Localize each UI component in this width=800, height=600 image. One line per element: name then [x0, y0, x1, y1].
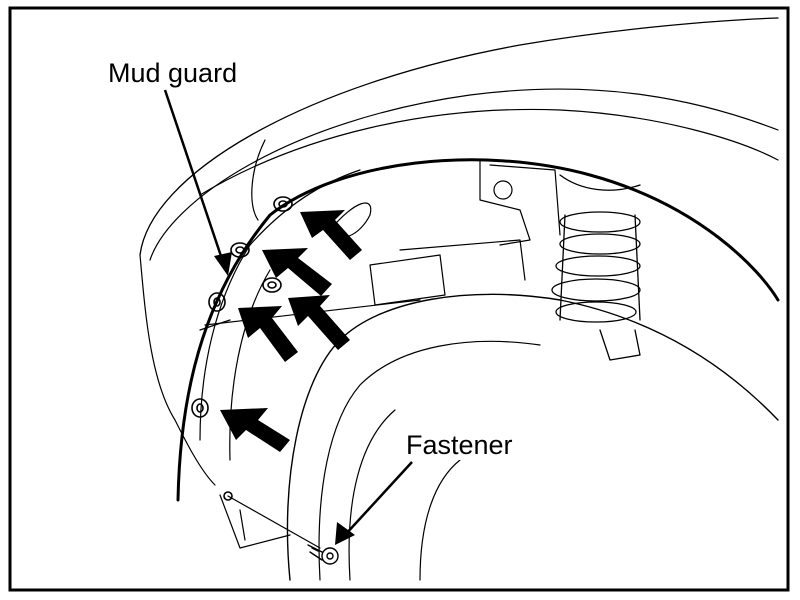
tire-inner [318, 340, 541, 581]
fender-line-2 [149, 88, 779, 261]
inner-hole [493, 180, 513, 200]
mud-guard-leader [163, 89, 226, 266]
callout-arrow-3 [288, 295, 350, 350]
fastener-label-arrowhead [335, 522, 355, 545]
fender-outline [139, 17, 779, 256]
fastener-clip [307, 544, 339, 565]
tire-outer [286, 293, 779, 581]
fastener-label-leader [344, 461, 413, 536]
inner-block [369, 239, 526, 306]
mud-guard-edge-2 [199, 319, 231, 331]
mud-guard-arrowhead [214, 252, 232, 276]
label-leaders [163, 89, 413, 545]
mud-guard-tab [219, 494, 291, 549]
fender-line-4 [251, 139, 266, 221]
mud-guard-panel [199, 169, 361, 441]
callout-arrow-5 [220, 408, 290, 452]
fastener-leader [227, 495, 321, 549]
fender-lower [139, 254, 216, 486]
tire-line-4 [419, 459, 461, 581]
mud-guard-panel-2 [229, 269, 271, 461]
callout-arrows [220, 210, 362, 452]
tire-line-3 [348, 409, 396, 581]
callout-arrow-4 [238, 306, 298, 362]
wheel-arch [176, 158, 780, 502]
callout-arrow-2 [262, 248, 332, 296]
coil-spring [551, 174, 641, 361]
fender-line-3 [199, 108, 779, 196]
callout-arrow-1 [300, 210, 362, 260]
diagram-border [8, 6, 790, 592]
mud-guard-label: Mud guard [108, 58, 238, 88]
fastener-label: Fastener [406, 430, 513, 460]
clip-holes [191, 196, 293, 501]
